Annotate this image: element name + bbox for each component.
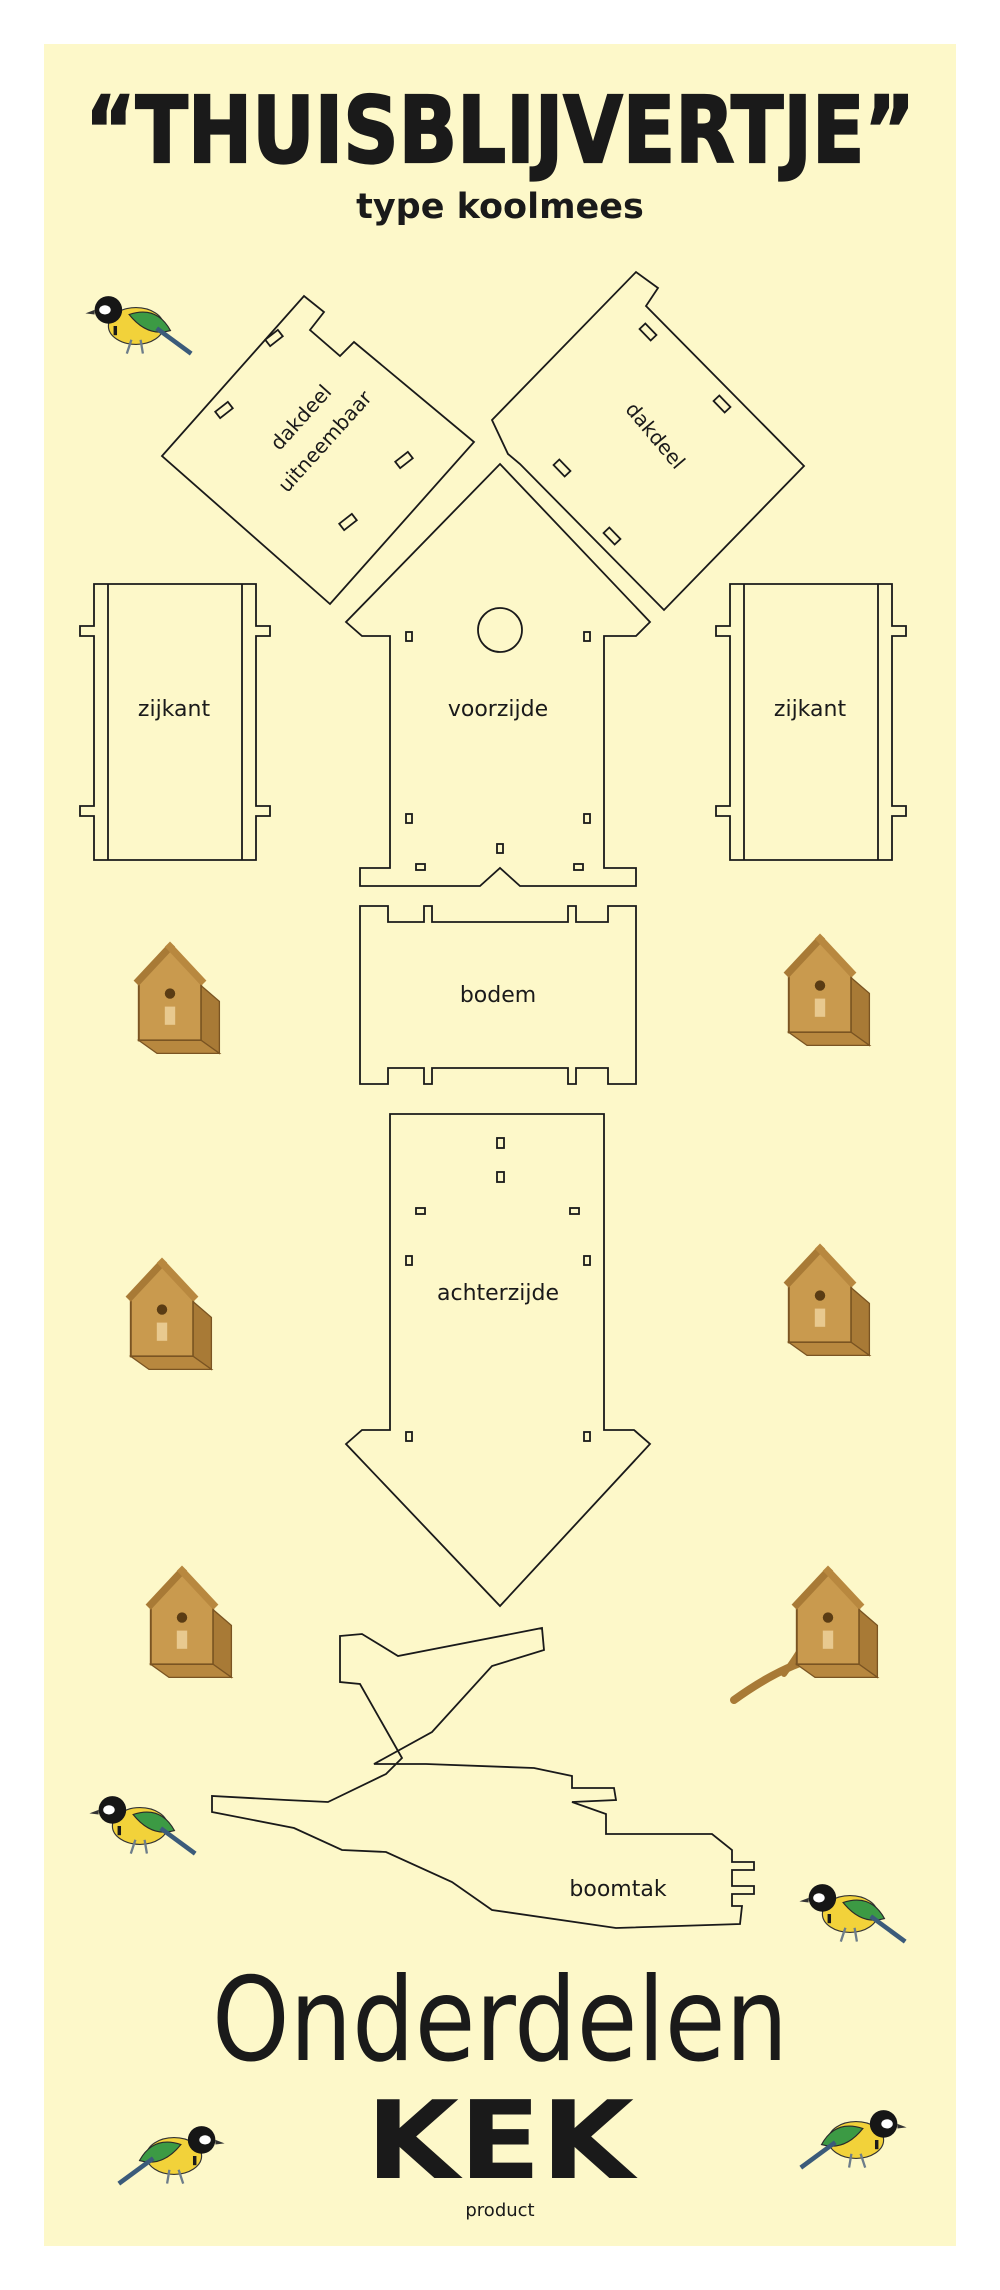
poster-title: “THUISBLIJVERTJE” <box>85 77 915 184</box>
bird-icon <box>799 1884 905 1942</box>
birdhouse-icon <box>144 1564 233 1679</box>
birdhouse-icon <box>124 1256 213 1371</box>
side-left-label: zijkant <box>138 697 211 722</box>
bird-icon <box>89 1796 195 1854</box>
branch-label: boomtak <box>569 1877 666 1902</box>
side-panel-right: zijkant <box>715 583 907 861</box>
side-panel-left: zijkant <box>79 583 271 861</box>
front-label: voorzijde <box>448 697 548 722</box>
birdhouse-icon <box>782 932 871 1047</box>
birdhouse-icon <box>132 940 221 1055</box>
roof-label: dakdeel <box>621 397 690 473</box>
back-panel: achterzijde <box>344 1113 652 1608</box>
back-label: achterzijde <box>437 1281 559 1306</box>
branch-piece: boomtak <box>211 1626 755 1929</box>
side-right-label: zijkant <box>774 697 847 722</box>
poster: “THUISBLIJVERTJE” type koolmees dakdeel … <box>44 44 956 2246</box>
poster-art: “THUISBLIJVERTJE” type koolmees dakdeel … <box>79 76 916 2221</box>
roof-panel-removable: dakdeel uitneembaar <box>160 294 476 606</box>
bird-icon <box>85 296 191 354</box>
bottom-label: bodem <box>460 983 536 1008</box>
brand-logo: KEK product <box>366 2079 638 2221</box>
poster-subtitle: type koolmees <box>356 187 644 227</box>
section-heading: Onderdelen <box>212 1953 788 2088</box>
birdhouse-on-branch-icon <box>730 1564 879 1704</box>
brand-caption: product <box>465 2200 534 2221</box>
brand-logo-wordmark: KEK <box>366 2079 638 2204</box>
front-panel: voorzijde <box>344 462 652 887</box>
roof-panel: dakdeel <box>490 270 806 612</box>
bottom-panel: bodem <box>359 905 637 1085</box>
birdhouse-icon <box>782 1242 871 1357</box>
bird-icon <box>119 2126 225 2184</box>
bird-icon <box>801 2110 907 2168</box>
